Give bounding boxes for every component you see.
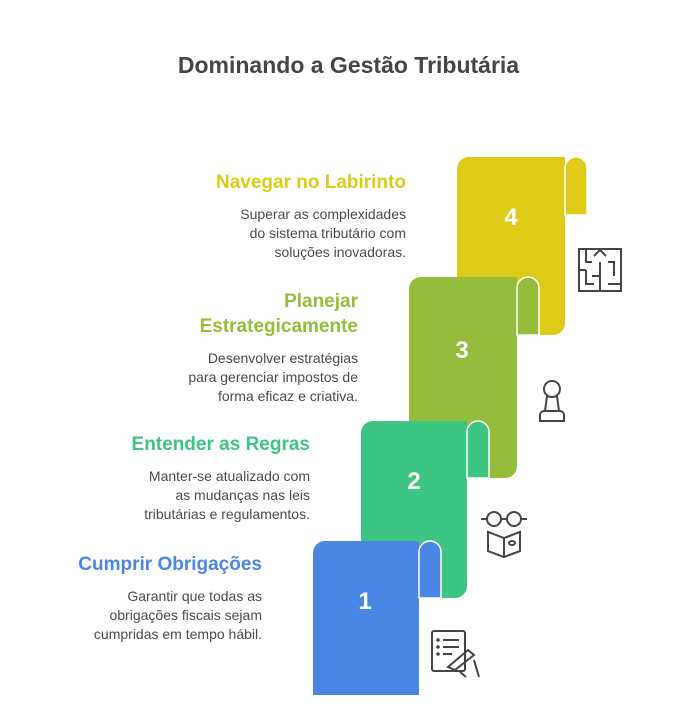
document-signing-icon — [431, 630, 480, 678]
step-1-number: 1 — [358, 588, 371, 615]
step-4-number: 4 — [504, 204, 518, 231]
step-1-text: Cumprir Obrigações Garantir que todas as… — [78, 552, 262, 644]
step-2-text: Entender as Regras Manter-se atualizado … — [132, 432, 310, 524]
chess-pawn-icon — [539, 380, 565, 422]
step-3-number: 3 — [455, 337, 468, 364]
maze-icon — [578, 248, 622, 292]
step-1-shape: 1 — [313, 540, 442, 695]
step-1-heading: Cumprir Obrigações — [78, 554, 262, 575]
step-4-heading: Navegar no Labirinto — [215, 172, 406, 193]
step-2-heading: Entender as Regras — [131, 434, 310, 455]
page-title: Dominando a Gestão Tributária — [177, 52, 520, 78]
step-4-text: Navegar no Labirinto Superar as complexi… — [216, 170, 406, 262]
glasses-book-icon — [481, 511, 527, 559]
step-2-number: 2 — [407, 468, 420, 495]
